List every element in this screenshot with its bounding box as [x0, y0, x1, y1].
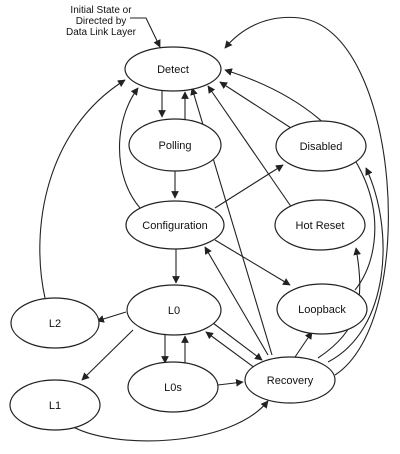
state-l0s: L0s: [127, 361, 219, 413]
state-detect-label: Detect: [157, 64, 189, 76]
edge-configuration-to-loopback: [214, 239, 291, 286]
edge-configuration-to-disabled: [214, 164, 284, 209]
state-polling: Polling: [128, 118, 222, 172]
state-detect: Detect: [124, 46, 222, 92]
edge-l0-to-recovery: [212, 322, 263, 361]
edge-l0-to-l2: [96, 311, 127, 323]
state-polling-label: Polling: [158, 140, 191, 152]
state-configuration: Configuration: [125, 200, 225, 250]
edge-note-to-detect: [130, 17, 161, 48]
note-line-2: Directed by: [76, 16, 127, 27]
edge-recovery-to-configuration: [204, 246, 269, 356]
edge-hotreset-to-detect: [207, 85, 293, 209]
state-l0s-label: L0s: [164, 382, 182, 394]
state-l0: L0: [126, 284, 222, 336]
edge-l0-to-l1: [81, 329, 134, 381]
edge-disabled-to-detect: [219, 81, 292, 129]
note-line-3: Data Link Layer: [66, 27, 137, 38]
edge-l0s-to-recovery: [217, 379, 244, 387]
edge-recovery-to-loopback: [294, 331, 313, 358]
state-l2-label: L2: [49, 318, 61, 330]
state-hot-reset: Hot Reset: [274, 199, 366, 251]
state-disabled: Disabled: [275, 120, 367, 172]
state-disabled-label: Disabled: [300, 141, 343, 153]
edge-recovery-to-l0: [205, 331, 256, 369]
state-l0-label: L0: [168, 305, 180, 317]
edge-loopback-to-detect: [224, 68, 376, 291]
edge-l1-to-recovery: [69, 400, 269, 442]
state-configuration-label: Configuration: [142, 220, 207, 232]
state-l1: L1: [9, 379, 101, 431]
state-loopback-label: Loopback: [298, 304, 346, 316]
state-loopback: Loopback: [276, 283, 368, 335]
state-l1-label: L1: [49, 400, 61, 412]
state-hot-reset-label: Hot Reset: [296, 220, 345, 232]
edge-configuration-to-detect: [118, 87, 141, 209]
initial-state-note: Initial State or Directed by Data Link L…: [66, 5, 137, 38]
edge-l2-to-detect: [39, 79, 126, 299]
edge-recovery-to-detect: [224, 16, 389, 376]
state-l2: L2: [10, 297, 100, 349]
edge-recovery-to-disabled: [327, 167, 384, 363]
state-recovery-label: Recovery: [267, 375, 314, 387]
state-recovery: Recovery: [244, 356, 336, 404]
note-line-1: Initial State or: [70, 5, 132, 16]
